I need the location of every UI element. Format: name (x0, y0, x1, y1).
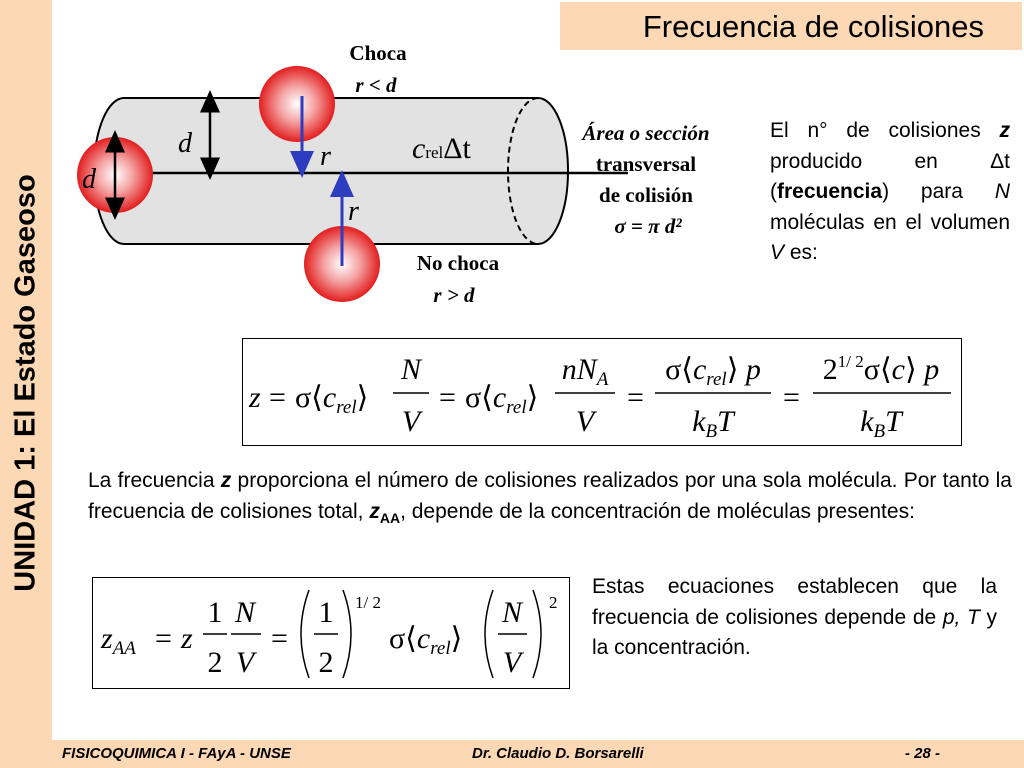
colliding-molecule (259, 66, 335, 142)
equation-collision-frequency: z = σ⟨crel⟩ N V = σ⟨crel⟩ nNA V = σ⟨crel… (242, 338, 962, 446)
svg-text:N: N (234, 596, 257, 629)
svg-text:σ⟨crel⟩: σ⟨crel⟩ (389, 622, 462, 659)
area-formula: σ = π d² (614, 214, 682, 238)
label-crel-dt: crelΔt (412, 132, 472, 165)
svg-text:2: 2 (549, 593, 558, 612)
footer-author: Dr. Claudio D. Borsarelli (472, 745, 644, 762)
svg-text:zAA: zAA (100, 622, 136, 659)
miss-label: No choca (417, 251, 500, 275)
svg-text:σ⟨crel⟩ p: σ⟨crel⟩ p (665, 353, 761, 390)
svg-text:1/ 2: 1/ 2 (355, 593, 381, 612)
svg-text:=: = (439, 381, 456, 414)
svg-text:z: z (248, 381, 261, 414)
title-bar: Frecuencia de colisiones (560, 2, 1022, 50)
intro-paragraph: El n° de colisiones z producido en Δt (f… (770, 119, 1010, 264)
svg-text:V: V (236, 646, 258, 679)
area-label-2: transversal (596, 152, 696, 176)
svg-text:V: V (503, 646, 525, 679)
label-r-miss: r (348, 196, 359, 227)
area-label-3: de colisión (599, 183, 693, 207)
area-label-1: Área o sección (580, 121, 709, 145)
frequency-paragraph: La frecuencia z proporciona el número de… (88, 469, 1012, 526)
svg-text:1: 1 (208, 596, 223, 629)
hit-label: Choca (349, 41, 407, 65)
label-d-left: d (82, 164, 97, 195)
page-number: - 28 - (904, 745, 940, 762)
label-d-inner: d (178, 128, 193, 159)
svg-text:1: 1 (319, 596, 334, 629)
svg-text:σ⟨crel⟩: σ⟨crel⟩ (295, 381, 368, 418)
unit-title: UNIDAD 1: El Estado Gaseoso (9, 174, 42, 592)
conclusion-paragraph: Estas ecuaciones establecen que la frecu… (592, 575, 997, 659)
svg-text:N: N (501, 596, 524, 629)
svg-text:N: N (400, 353, 423, 386)
svg-text:=: = (269, 381, 286, 414)
svg-text:21/ 2σ⟨c⟩ p: 21/ 2σ⟨c⟩ p (823, 352, 939, 386)
svg-text:=: = (627, 381, 644, 414)
cylinder-hidden-edge (507, 97, 539, 245)
svg-text:=: = (783, 381, 800, 414)
footer-bar: FISICOQUIMICA I - FAyA - UNSE Dr. Claudi… (52, 740, 1024, 768)
footer-course: FISICOQUIMICA I - FAyA - UNSE (62, 745, 291, 762)
sidebar: UNIDAD 1: El Estado Gaseoso (0, 0, 52, 768)
slide-title: Frecuencia de colisiones (642, 9, 984, 44)
hit-condition: r < d (355, 73, 397, 97)
svg-text:kBT: kBT (692, 405, 736, 442)
svg-text:2: 2 (208, 646, 223, 679)
svg-text:V: V (402, 405, 424, 438)
equation-total-frequency: zAA = z 1 2 N V = 1 2 1/ 2 σ⟨crel⟩ N V 2 (92, 577, 570, 689)
svg-text:=: = (155, 622, 172, 655)
svg-text:=: = (271, 622, 288, 655)
svg-text:z: z (180, 622, 193, 655)
svg-text:nNA: nNA (562, 353, 609, 390)
svg-text:σ⟨crel⟩: σ⟨crel⟩ (465, 381, 538, 418)
svg-text:kBT: kBT (860, 405, 904, 442)
miss-condition: r > d (433, 283, 475, 307)
svg-text:2: 2 (319, 646, 334, 679)
label-r-hit: r (320, 141, 331, 172)
collision-diagram: d d r r crelΔt Choca r < d No choca r > … (77, 41, 710, 307)
svg-text:V: V (576, 405, 598, 438)
